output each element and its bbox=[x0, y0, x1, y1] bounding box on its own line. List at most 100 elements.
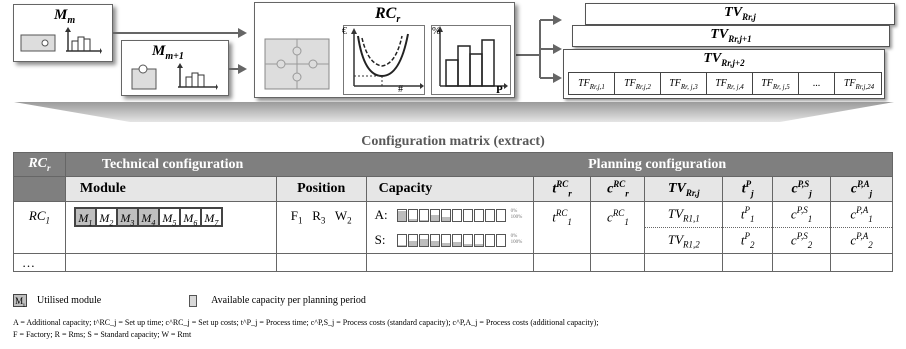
matrix-row-rc1-b: S: 0%100% TVR1,2 tP2 cP,S2 cP,A2 bbox=[14, 227, 893, 254]
connector-arrows bbox=[113, 15, 562, 83]
capacity-a-fill bbox=[441, 216, 450, 221]
cap-a-scale: 0%100% bbox=[510, 208, 523, 220]
capacity-a-bars bbox=[396, 208, 507, 222]
cost-curve-chart: € # bbox=[342, 25, 425, 95]
capacity-a-segment bbox=[462, 208, 473, 222]
capacity-s-fill bbox=[419, 239, 428, 247]
cost-xlabel: # bbox=[398, 84, 403, 95]
tf-cell: TFRr,j,1 bbox=[569, 73, 615, 95]
tf-cell: TFRr, j,4 bbox=[707, 73, 753, 95]
module-header: Module bbox=[64, 176, 277, 202]
module-m1-label: Mm+1 bbox=[152, 43, 184, 62]
cps2-cell: cP,S2 bbox=[772, 227, 832, 254]
capacity-s-segment bbox=[418, 234, 429, 248]
utilisation-chart: % P bbox=[431, 25, 511, 96]
tv-card-j-plus-2: TVRr,j+2 TFRr,j,1 TFRr,j,2 TFRr, j,3 TFR… bbox=[563, 49, 885, 99]
capacity-s-segment bbox=[462, 234, 473, 248]
tf-cell: ... bbox=[799, 73, 835, 95]
cost-ylabel: € bbox=[342, 26, 347, 37]
capacity-a-segment bbox=[495, 208, 506, 222]
configuration-matrix: RCr Technical configuration Planning con… bbox=[13, 152, 894, 272]
module-m1: M1 bbox=[74, 208, 96, 227]
tv-card-title: TVRr,j+1 bbox=[710, 27, 752, 44]
module-m7: M7 bbox=[200, 208, 222, 227]
capacity-a-segment bbox=[451, 208, 462, 222]
capacity-a-fill bbox=[397, 210, 406, 221]
capacity-s-fill bbox=[441, 242, 450, 247]
bar-chart-icon bbox=[65, 27, 102, 54]
capacity-a-segment bbox=[418, 208, 429, 222]
setup-cost-cell: cRC1 bbox=[590, 201, 646, 254]
tv-card-title: TVRr,j+2 bbox=[703, 51, 745, 68]
capacity-s-fill bbox=[452, 242, 461, 247]
process-cost-standard-header: cP,Sj bbox=[772, 176, 832, 202]
reconfiguration-box: RCr € # bbox=[254, 2, 515, 98]
module-m-label: Mm bbox=[54, 7, 76, 26]
module-list: M1 M2 M3 M4 M5 M6 M7 bbox=[73, 207, 223, 227]
planning-header: Planning configuration bbox=[366, 152, 894, 177]
capacity-a-segment bbox=[484, 208, 495, 222]
puzzle-icon bbox=[264, 38, 330, 90]
capacity-a-segment bbox=[440, 208, 451, 222]
rc-label: RCr bbox=[375, 5, 401, 26]
rc-header: RCr bbox=[13, 152, 66, 177]
process-time-header: tPj bbox=[722, 176, 774, 202]
tp1-cell: tP1 bbox=[722, 201, 774, 228]
cpa2-cell: cP,A2 bbox=[830, 227, 893, 254]
module-box-m-plus-1: Mm+1 bbox=[121, 40, 229, 96]
capacity-s-segment bbox=[451, 234, 462, 248]
capacity-a-segment bbox=[396, 208, 407, 222]
cost-curve bbox=[351, 28, 424, 89]
tf-row: TFRr,j,1 TFRr,j,2 TFRr, j,3 TFRr, j,4 TF… bbox=[568, 72, 882, 95]
setup-time-header: tRCr bbox=[532, 176, 592, 202]
utilised-key-text: Utilised module bbox=[37, 295, 102, 306]
util-ylabel: % bbox=[432, 26, 441, 37]
funnel-shape bbox=[14, 102, 894, 122]
module-m2: M2 bbox=[95, 208, 117, 227]
capacity-s-fill bbox=[430, 240, 439, 247]
cap-s-scale: 0%100% bbox=[510, 234, 523, 246]
position-cell: F1 R3 W2 bbox=[275, 201, 367, 254]
capacity-a-cell: A: 0%100% bbox=[365, 201, 534, 228]
capacity-a-fill bbox=[408, 218, 417, 221]
bar-chart-icon bbox=[177, 63, 218, 90]
legend-keys: Mi Utilised module Available capacity pe… bbox=[13, 294, 366, 309]
rc1-cell: RC1 bbox=[13, 201, 66, 254]
matrix-title: Configuration matrix (extract) bbox=[361, 134, 545, 149]
module-m4: M4 bbox=[137, 208, 159, 227]
position-header: Position bbox=[275, 176, 367, 202]
capacity-a-segment bbox=[407, 208, 418, 222]
capacity-s-segment bbox=[407, 234, 418, 248]
available-key-text: Available capacity per planning period bbox=[211, 295, 366, 306]
technical-header: Technical configuration bbox=[64, 152, 367, 177]
cpa1-cell: cP,A1 bbox=[830, 201, 893, 228]
capacity-a-fill bbox=[430, 214, 439, 221]
module-icon bbox=[20, 34, 56, 52]
module-box-m: Mm bbox=[13, 4, 113, 62]
ellipsis-cell: … bbox=[13, 253, 66, 272]
legend-line-1: A = Additional capacity; t^RC_j = Set up… bbox=[13, 318, 599, 327]
capacity-s-segment bbox=[495, 234, 506, 248]
tv-card-title: TVRr,j bbox=[724, 5, 756, 22]
module-m3: M3 bbox=[116, 208, 138, 227]
modules-cell: M1 M2 M3 M4 M5 M6 M7 bbox=[64, 201, 277, 254]
matrix-subheader-row: Module Position Capacity tRCr cRCr TVRr,… bbox=[13, 176, 893, 202]
capacity-s-fill bbox=[408, 240, 417, 247]
capacity-s-segment bbox=[484, 234, 495, 248]
matrix-row-ellipsis: … bbox=[13, 253, 893, 272]
module-m6: M6 bbox=[179, 208, 201, 227]
capacity-s-segment bbox=[440, 234, 451, 248]
capacity-s-segment bbox=[473, 234, 484, 248]
tf-cell: TFRr, j,5 bbox=[753, 73, 799, 95]
matrix-header-row: RCr Technical configuration Planning con… bbox=[13, 152, 894, 177]
tf-cell: TFRr, j,3 bbox=[661, 73, 707, 95]
module-icon bbox=[131, 64, 157, 90]
capacity-a-fill bbox=[419, 219, 428, 221]
legend-line-2: F = Factory; R = Rms; S = Standard capac… bbox=[13, 330, 192, 339]
tv2-cell: TVR1,2 bbox=[644, 227, 724, 254]
available-key-swatch bbox=[189, 294, 198, 307]
tv-header: TVRr,j bbox=[644, 176, 724, 202]
tp2-cell: tP2 bbox=[722, 227, 774, 254]
capacity-s-segment bbox=[396, 234, 407, 248]
capacity-s-bars bbox=[396, 233, 507, 248]
